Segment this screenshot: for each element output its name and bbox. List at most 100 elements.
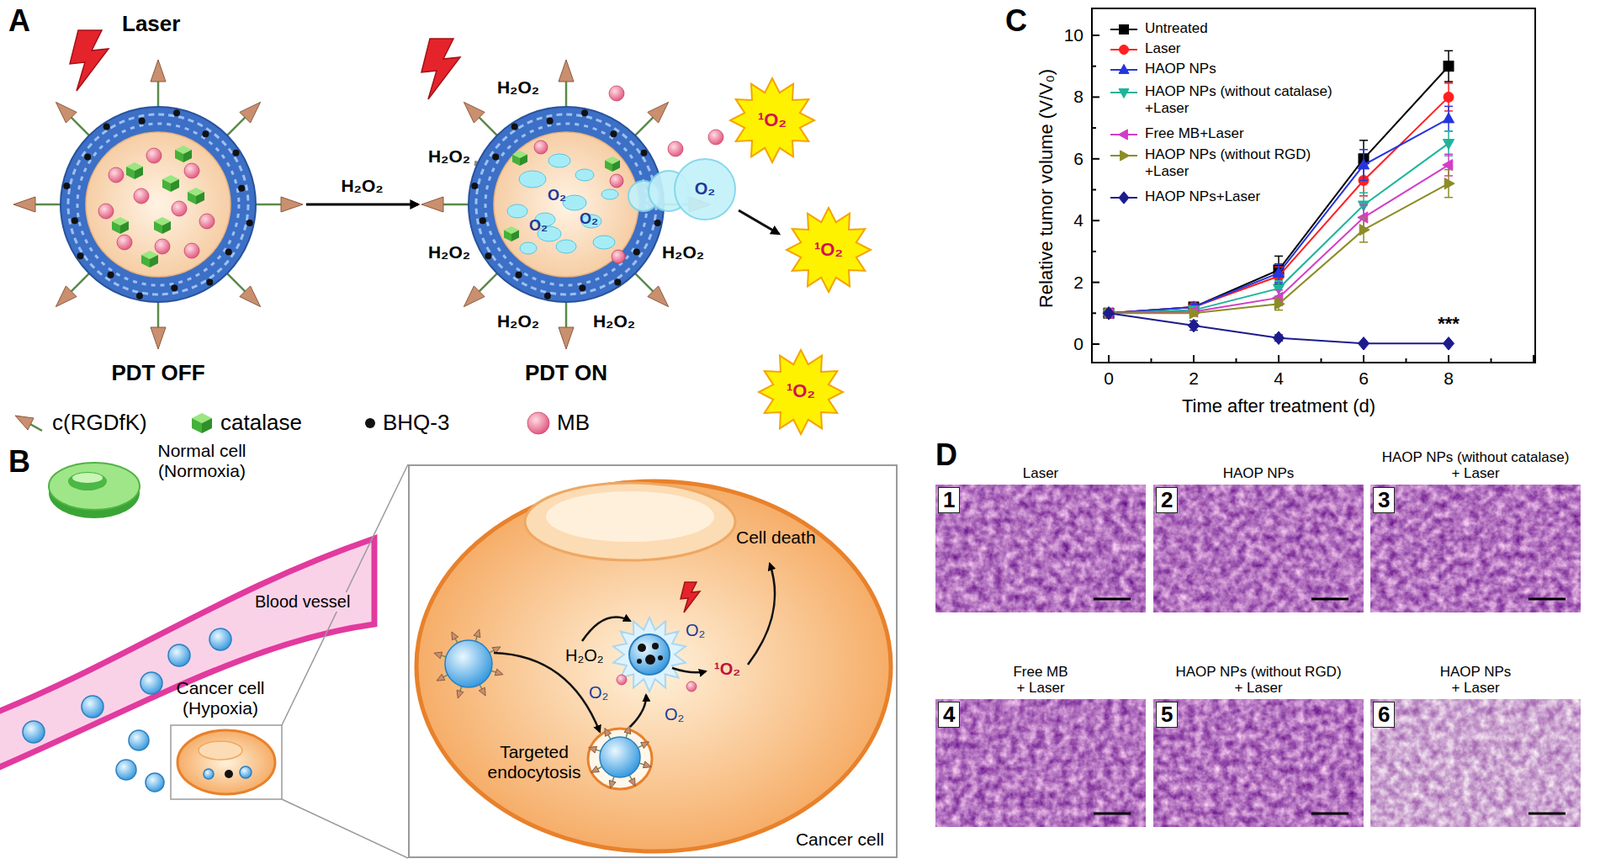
- rgd-ligand: [494, 668, 504, 676]
- axis-tick: [1107, 354, 1110, 363]
- bhq3-quencher: [246, 219, 254, 227]
- ligand-stem: [68, 272, 91, 294]
- axis-tick: [1150, 358, 1153, 363]
- bhq3-quencher: [633, 248, 641, 255]
- axis-tick: [1235, 358, 1238, 363]
- cycle-arrow: [582, 616, 631, 642]
- axis-tick: [1192, 354, 1195, 363]
- bhq3-quencher: [546, 117, 554, 125]
- uptake-arrow: [630, 694, 647, 727]
- state-label: PDT ON: [524, 360, 608, 387]
- mb-molecule: [184, 243, 200, 259]
- rgd-ligand: [55, 101, 77, 123]
- rgd-ligand: [463, 286, 485, 308]
- rgd-ligand: [591, 766, 600, 774]
- rgd-ligand: [558, 59, 574, 82]
- bhq3-quencher: [471, 182, 478, 190]
- rgd-ligand: [150, 59, 166, 82]
- error-cap: [1359, 180, 1368, 182]
- cell-label: Normal cell (Normoxia): [156, 440, 248, 482]
- bhq3-quencher: [511, 122, 519, 130]
- cycle-arrow: [747, 563, 775, 665]
- bhq3-quencher: [63, 182, 70, 190]
- bhq3-quencher: [578, 284, 586, 292]
- data-marker: [1357, 158, 1369, 170]
- nanoparticle-sphere: [128, 730, 149, 751]
- shell-texture: [68, 114, 249, 295]
- ligand-stem: [439, 203, 471, 207]
- legend-icon: [365, 418, 376, 429]
- ligand-stem: [226, 272, 248, 294]
- panel-letter: D: [935, 437, 958, 472]
- mb-molecule: [611, 249, 626, 264]
- callout-number: 5: [1155, 701, 1178, 728]
- legend-label: Laser: [1144, 40, 1182, 58]
- scale-bar: [1311, 598, 1349, 601]
- oxygen-blob: [562, 195, 587, 211]
- rgd-ligand: [239, 286, 261, 308]
- data-line: [1108, 143, 1449, 313]
- nanoparticle-graphic: [423, 61, 710, 348]
- histology-graphic: [1153, 484, 1364, 613]
- rgd-ligand: [421, 196, 444, 212]
- data-marker: [1442, 159, 1453, 171]
- bhq3-quencher: [103, 122, 111, 130]
- data-line: [1108, 66, 1449, 314]
- tick-label: 4: [1073, 210, 1084, 231]
- bhq3-quencher: [614, 279, 621, 287]
- data-marker: [1120, 150, 1130, 161]
- normal-cell-nucleus: [68, 471, 107, 491]
- mb-molecule: [609, 174, 624, 188]
- zoom-line: [281, 799, 408, 859]
- data-line: [1108, 96, 1449, 313]
- tick-label: 6: [1358, 368, 1369, 389]
- bhq3-quencher: [479, 217, 487, 224]
- singlet-oxygen-label: ¹O₂: [786, 380, 816, 402]
- data-marker: [1444, 178, 1455, 190]
- bhq3-quencher: [515, 271, 523, 279]
- nanoparticle-sphere: [145, 773, 165, 792]
- callout-number: 2: [1155, 487, 1178, 514]
- legend-label: HAOP NPs+Laser: [1144, 188, 1261, 206]
- nanoparticle-sphere: [81, 695, 104, 718]
- error-cap: [1359, 241, 1368, 244]
- nanoparticle-node: PDT ON: [423, 61, 710, 348]
- bhq3-quencher: [71, 217, 79, 224]
- rgd-ligand: [558, 327, 574, 350]
- axis-tick: [1091, 95, 1100, 98]
- catalase-side: [153, 221, 163, 234]
- o2-label: O₂: [547, 186, 567, 205]
- error-cap: [1274, 309, 1283, 312]
- normal-cell: [48, 462, 140, 510]
- legend-icon: [15, 415, 34, 430]
- panel-title: Free MB + Laser: [1011, 663, 1070, 697]
- oxygen-blob: [507, 204, 528, 218]
- ligand-stem: [254, 203, 285, 207]
- panel-title: HAOP NPs (without catalase) + Laser: [1381, 449, 1571, 483]
- bhq3-quencher: [651, 642, 659, 650]
- data-line: [1108, 183, 1449, 313]
- mb-molecule: [154, 238, 170, 255]
- o2-label: O₂: [694, 179, 716, 199]
- activated-nanoparticle: [629, 634, 670, 675]
- ligand-stem: [565, 78, 568, 109]
- h2o2-label: H₂O₂: [497, 311, 540, 332]
- cycle-arrow: [672, 667, 706, 673]
- endocytosis-label: Targeted endocytosis: [487, 741, 583, 783]
- legend-label: Free MB+Laser: [1144, 125, 1245, 143]
- tissue-texture: [935, 484, 1146, 613]
- mb-molecule: [199, 213, 215, 229]
- cell-graphic: [409, 466, 896, 857]
- data-marker: [1357, 337, 1369, 351]
- h2o2-label: H₂O₂: [593, 311, 636, 332]
- scale-bar: [1528, 812, 1566, 816]
- laser-label: Laser: [121, 11, 181, 38]
- rgd-ligand: [643, 761, 652, 769]
- data-marker: [1118, 89, 1129, 99]
- legend-label: HAOP NPs (without catalase) +Laser: [1144, 83, 1335, 117]
- error-cap: [1359, 204, 1368, 207]
- mb-molecule: [534, 140, 548, 154]
- mb-molecule: [686, 681, 697, 692]
- ligand-stem: [476, 272, 499, 294]
- bhq3-quencher: [170, 284, 178, 292]
